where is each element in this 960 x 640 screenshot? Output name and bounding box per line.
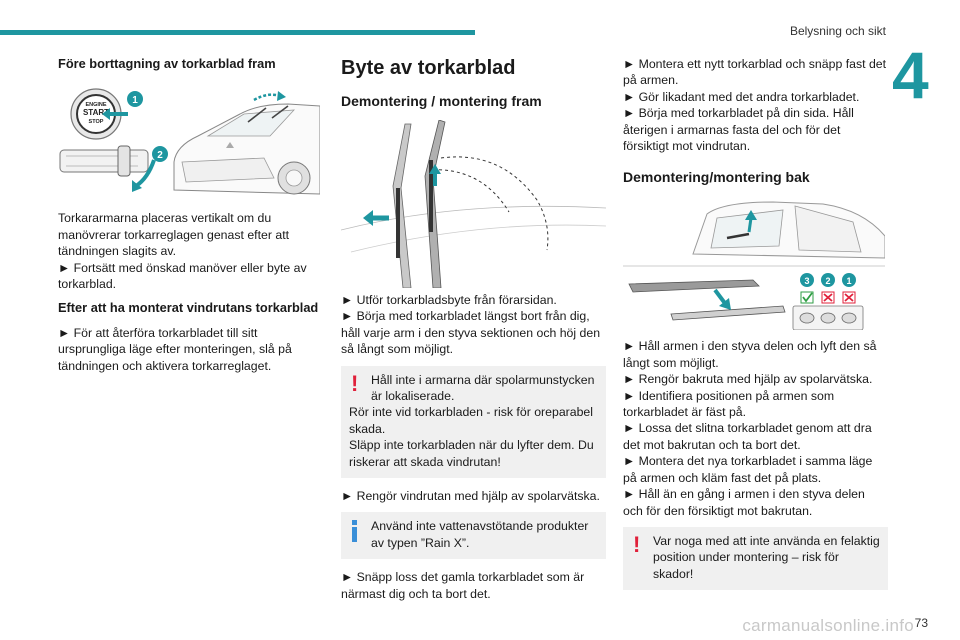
svg-text:3: 3	[804, 276, 809, 286]
step-fit-new: ► Montera ett nytt torkarblad och snäpp …	[623, 57, 887, 88]
figure-rear-wiper: 3 2 1	[623, 196, 886, 331]
column-2: Byte av torkarblad Demontering / monteri…	[340, 56, 607, 602]
svg-text:1: 1	[846, 276, 851, 286]
subsection-rear: Demontering/montering bak	[623, 169, 810, 186]
step-unclip-old: ► Snäpp loss det gamla torkarbladet som …	[341, 570, 585, 601]
watermark: carmanualsonline.info	[742, 616, 914, 635]
step-rear-lower: ► Håll än en gång i armen i den styva de…	[623, 487, 865, 518]
warning-icon: !	[633, 531, 641, 557]
step-lift-arm: ► Börja med torkarbladet längst bort frå…	[341, 309, 601, 357]
paragraph-continue: ► Fortsätt med önskad manöver eller byte…	[58, 260, 307, 292]
step-rear-identify: ► Identifiera positionen på armen som to…	[623, 388, 835, 420]
svg-text:2: 2	[825, 276, 830, 286]
column-1: Före borttagning av torkarblad fram ENGI…	[58, 56, 324, 374]
paragraph-return-wipers: ► För att återföra torkarbladet till sit…	[58, 325, 292, 373]
warning-line-release: Släpp inte torkarbladen när du lyfter de…	[349, 438, 594, 469]
page-number: 73	[914, 616, 928, 630]
warning-line-washer: Håll inte i armarna där spolarmunstycken…	[371, 372, 595, 404]
info-icon	[352, 520, 357, 543]
step-lower-carefully: ► Börja med torkarbladet på din sida. Hå…	[623, 106, 854, 154]
warning-icon: !	[351, 370, 359, 396]
warning-box-rear: ! Var noga med att inte använda en felak…	[623, 526, 888, 591]
running-head: Belysning och sikt	[789, 24, 886, 38]
step-driver-side: ► Utför torkarbladsbyte från förarsidan.	[341, 293, 557, 307]
warning-box-front: ! Håll inte i armarna där spolarmunstyck…	[341, 365, 606, 479]
warning-line-damage: Rör inte vid torkarbladen - risk för ore…	[349, 405, 593, 436]
svg-text:1: 1	[132, 95, 138, 106]
subsection-front: Demontering / montering fram	[341, 93, 542, 109]
step-repeat: ► Gör likadant med det andra torkarblade…	[623, 89, 860, 104]
step-clean-windscreen: ► Rengör vindrutan med hjälp av spolarvä…	[341, 489, 600, 504]
paragraph-wipers-vertical: Torkararmarna placeras vertikalt om du m…	[58, 211, 290, 259]
info-box-rainx: Använd inte vattenavstötande produkter a…	[341, 512, 606, 560]
step-rear-fit: ► Montera det nya torkarbladet i samma l…	[623, 454, 873, 485]
figure-front-wiper-lift	[340, 119, 607, 289]
header-accent-bar	[0, 30, 475, 35]
illustration-rear-wiper: 3 2 1	[623, 201, 886, 331]
column-3: ► Montera ett nytt torkarblad och snäpp …	[623, 56, 888, 600]
info-text: Använd inte vattenavstötande produkter a…	[371, 519, 589, 550]
step-rear-clean: ► Rengör bakruta med hjälp av spolarväts…	[623, 372, 873, 387]
step-rear-lift: ► Håll armen i den styva delen och lyft …	[623, 339, 877, 370]
warning-text-rear: Var noga med att inte använda en felakti…	[653, 533, 880, 581]
section-title: Byte av torkarblad	[341, 57, 516, 79]
start-label: START	[83, 108, 109, 117]
illustration-front-wiper-arm	[340, 119, 607, 289]
chapter-number: 4	[892, 38, 929, 112]
svg-text:2: 2	[157, 150, 163, 161]
step-rear-remove: ► Lossa det slitna torkarbladet genom at…	[623, 421, 872, 452]
illustration-engine-start-and-car: ENGINE START STOP 1 2	[59, 88, 321, 195]
heading-after-fitting: Efter att ha monterat vindrutans torkarb…	[58, 300, 319, 316]
engine-label: ENGINE	[85, 102, 106, 108]
stop-label: STOP	[89, 119, 104, 125]
heading-before-removal: Före borttagning av torkarblad fram	[58, 56, 276, 71]
figure-front-wiper-prep: ENGINE START STOP 1 2	[58, 82, 321, 200]
